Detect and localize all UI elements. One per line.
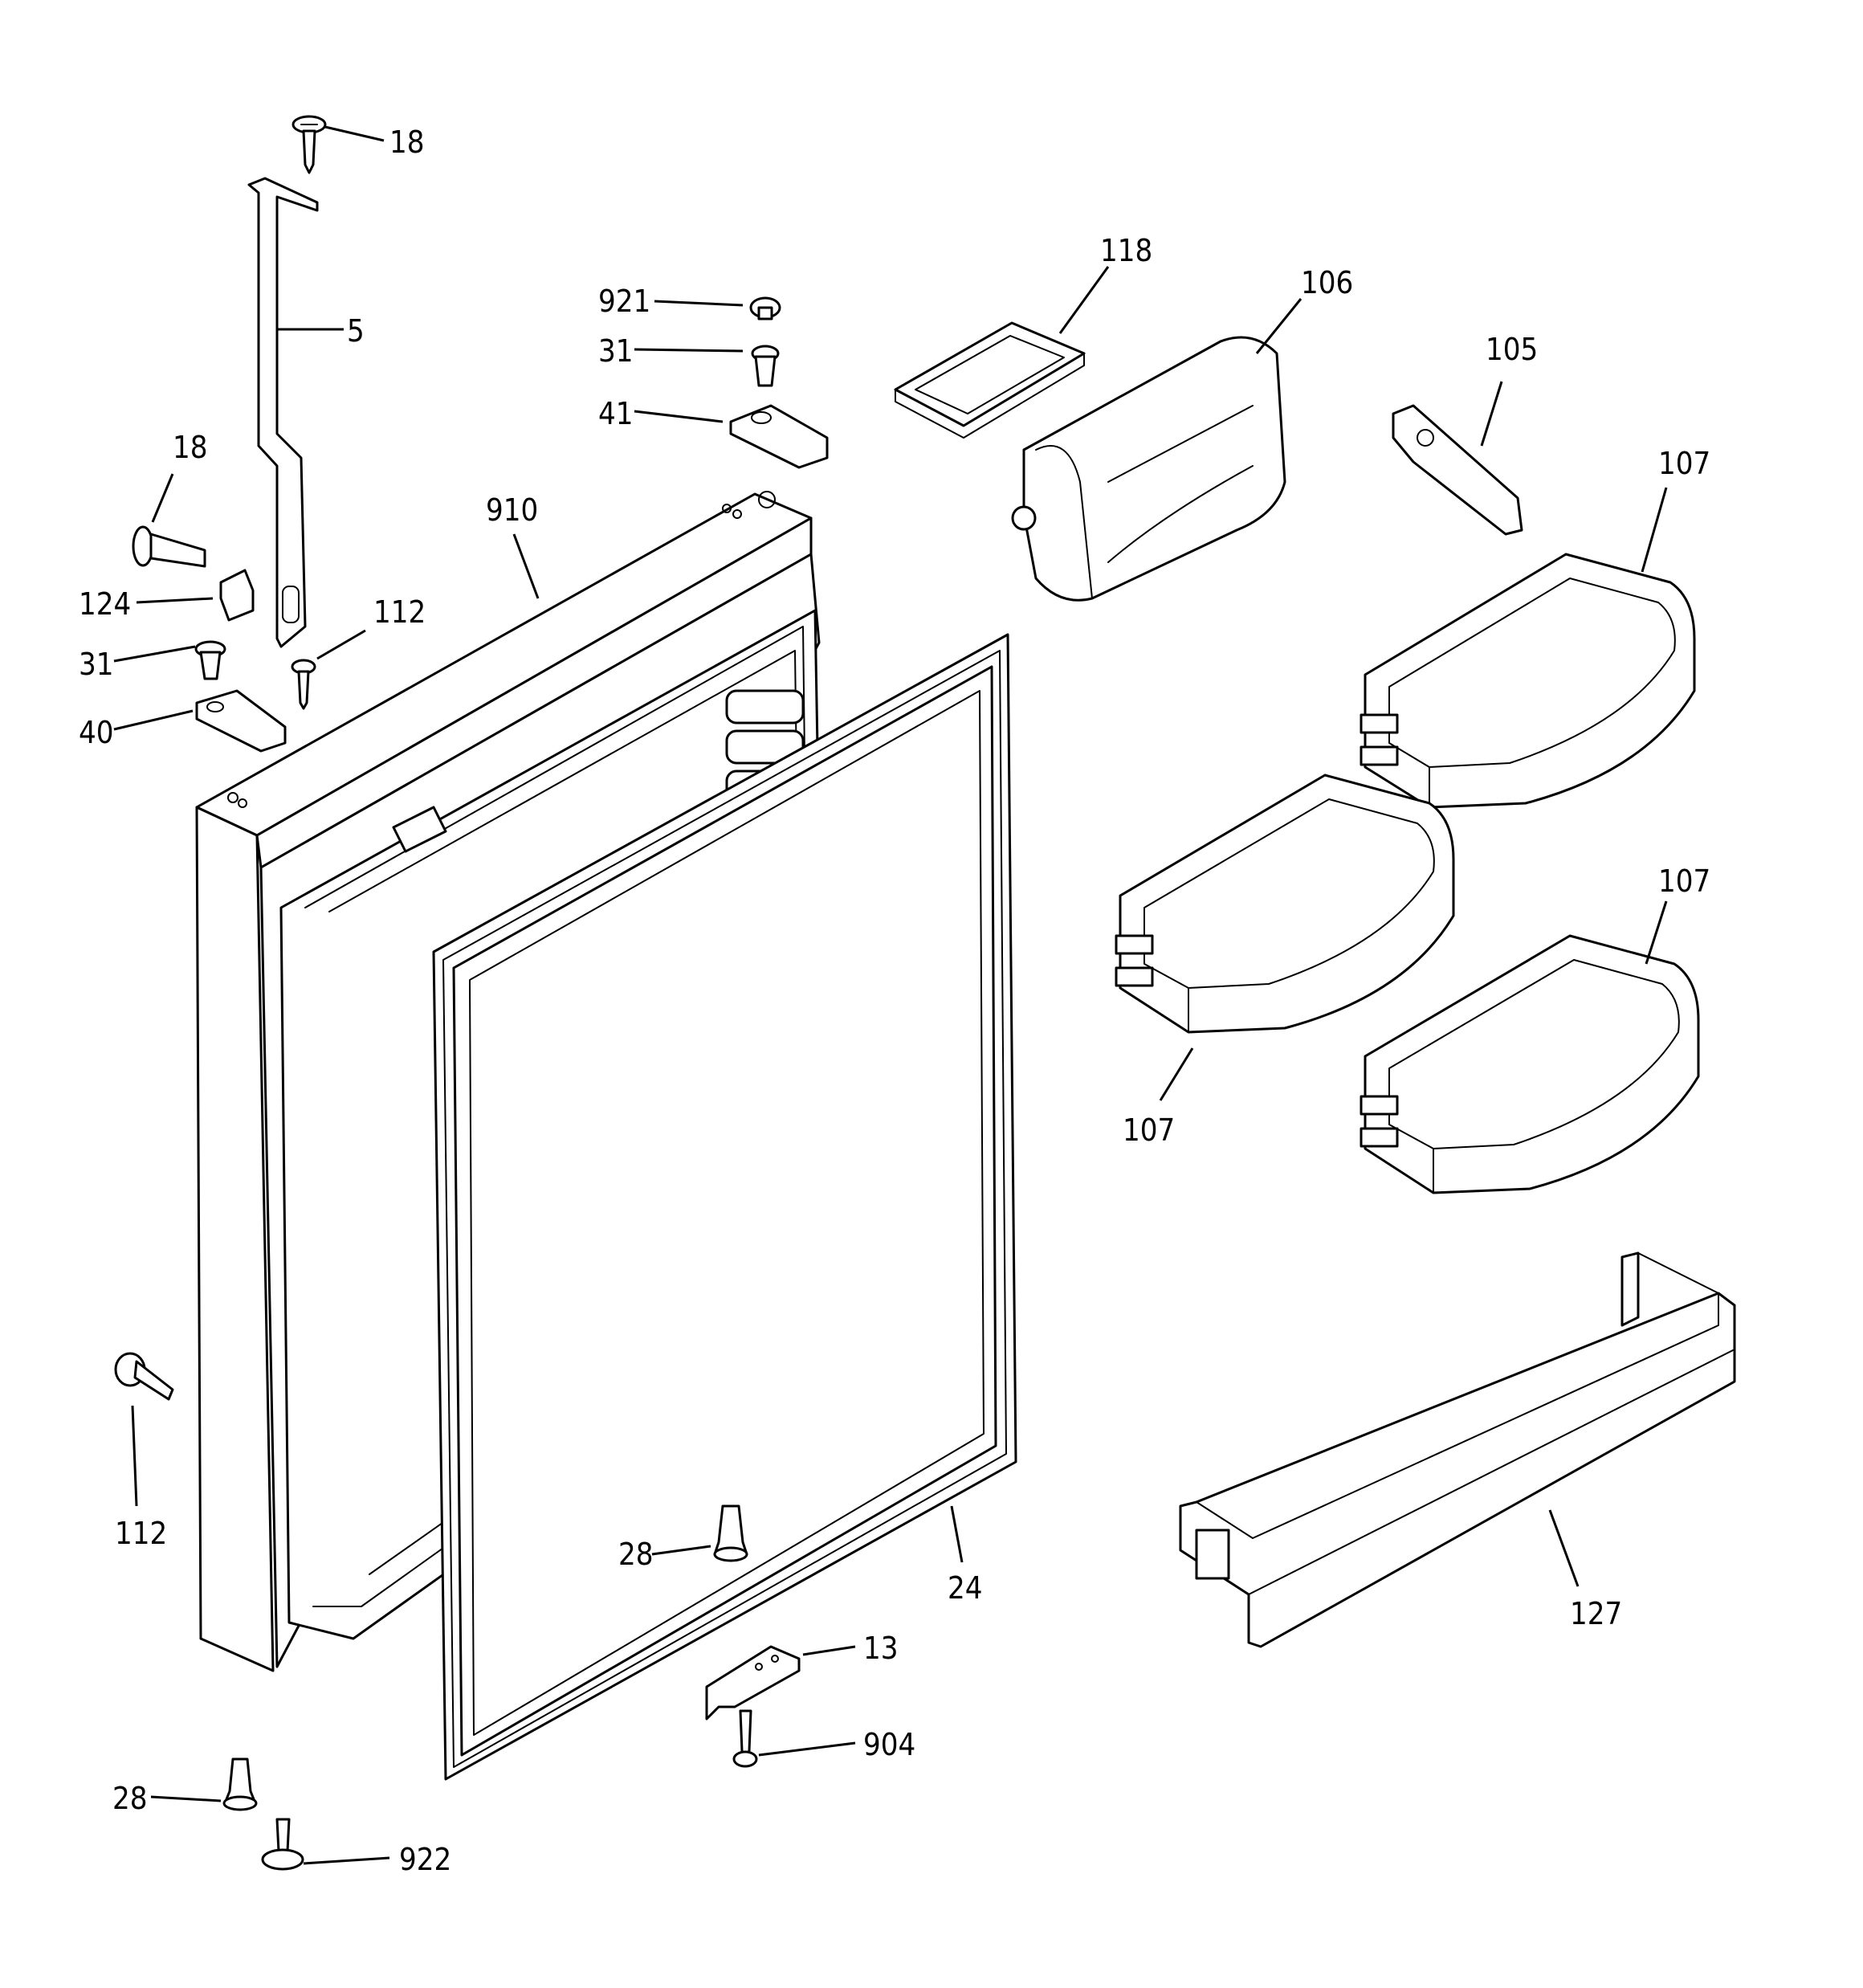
label-24: 24 (948, 1570, 983, 1606)
clip-124 (219, 569, 255, 622)
dairy-door-106 (1011, 336, 1286, 602)
label-107-b: 107 (1658, 863, 1710, 899)
label-13: 13 (863, 1631, 899, 1666)
label-107-a: 107 (1658, 446, 1710, 481)
plug-31-left (194, 640, 226, 680)
part-labels: 18 5 921 31 41 118 106 105 107 18 910 12… (79, 125, 1710, 1877)
door-bin-107-a (1360, 553, 1696, 809)
cover-40 (195, 689, 287, 753)
label-18-left: 18 (173, 430, 208, 465)
door-bin-107-b (1115, 774, 1455, 1034)
plug-921 (749, 296, 781, 320)
stop-28-bottom (222, 1757, 258, 1811)
label-28-bottom: 28 (112, 1781, 148, 1816)
bottom-shelf-127 (1179, 1251, 1736, 1648)
label-112-bottom: 112 (115, 1516, 167, 1551)
label-31-left: 31 (79, 647, 114, 682)
screw-18-top (291, 115, 327, 174)
label-922: 922 (399, 1842, 451, 1877)
dairy-tray-118 (894, 321, 1086, 439)
label-28-mid: 28 (618, 1537, 654, 1572)
cover-41 (729, 404, 829, 469)
label-127: 127 (1570, 1596, 1622, 1631)
label-904: 904 (863, 1727, 915, 1762)
label-107-c: 107 (1123, 1112, 1175, 1148)
label-910: 910 (486, 492, 538, 528)
label-124: 124 (79, 586, 131, 622)
screw-112-top (291, 659, 316, 710)
label-18-top: 18 (389, 125, 425, 160)
bracket-13 (705, 1645, 801, 1721)
door-gasket (432, 633, 1017, 1781)
screw-112-bottom (114, 1352, 174, 1401)
label-105: 105 (1486, 332, 1538, 367)
label-118: 118 (1100, 233, 1152, 268)
label-40: 40 (79, 715, 114, 750)
screw-922 (261, 1818, 304, 1871)
label-31-top: 31 (598, 333, 634, 369)
label-112-top: 112 (373, 594, 426, 630)
leader-lines (113, 125, 1668, 1865)
screw-904 (732, 1709, 758, 1768)
top-hinge-bar (247, 177, 319, 648)
label-921: 921 (598, 284, 650, 319)
label-41: 41 (598, 396, 634, 431)
screw-18-left (132, 525, 206, 568)
door-bin-107-c (1360, 934, 1700, 1194)
stop-28-mid (713, 1504, 748, 1562)
plug-31-top (751, 345, 780, 387)
label-106: 106 (1301, 265, 1353, 300)
label-5: 5 (347, 313, 365, 349)
lever-105 (1392, 404, 1523, 536)
